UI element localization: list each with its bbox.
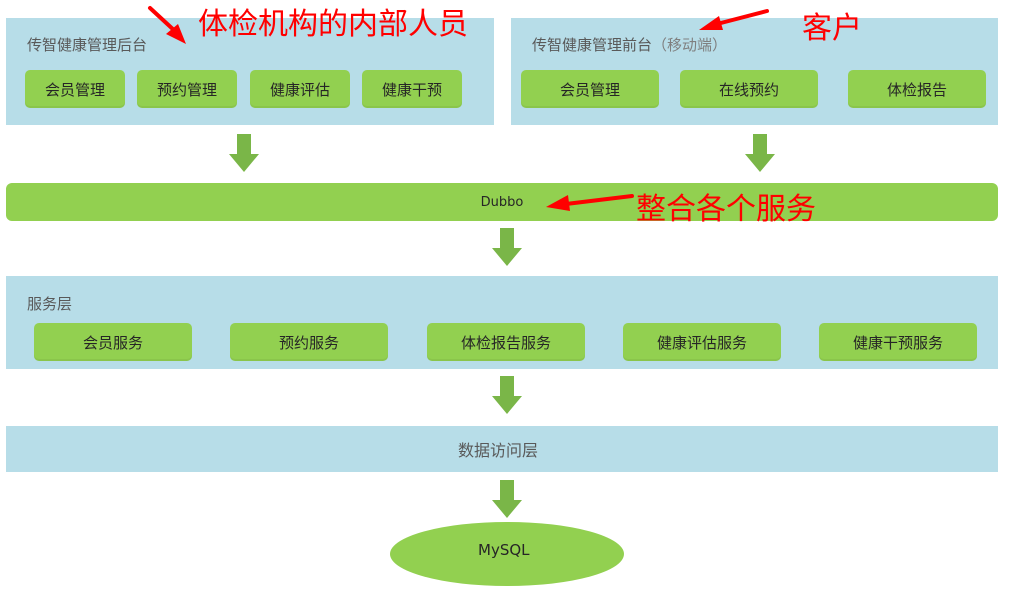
frontend-panel: 传智健康管理前台（移动端） 会员管理 在线预约 体检报告 — [511, 18, 998, 125]
backend-panel: 传智健康管理后台 会员管理 预约管理 健康评估 健康干预 — [6, 18, 494, 125]
data-access-layer: 数据访问层 — [6, 426, 998, 472]
backend-appointment-button[interactable]: 预约管理 — [137, 70, 237, 108]
down-arrow-icon — [229, 134, 259, 172]
frontend-title: 传智健康管理前台（移动端） — [532, 34, 727, 55]
integrate-annotation: 整合各个服务 — [636, 192, 816, 227]
backend-health-assessment-button[interactable]: 健康评估 — [250, 70, 350, 108]
database-ellipse — [390, 522, 624, 586]
frontend-title-text: 传智健康管理前台 — [532, 36, 653, 54]
internal-staff-annotation: 体检机构的内部人员 — [198, 7, 468, 42]
down-arrow-icon — [492, 228, 522, 266]
red-arrow-icon — [546, 194, 634, 211]
dubbo-bar[interactable]: Dubbo — [6, 183, 998, 221]
customer-annotation: 客户 — [802, 11, 862, 46]
down-arrow-icon — [492, 480, 522, 518]
red-arrow-icon — [699, 9, 769, 30]
red-arrow-icon — [148, 6, 186, 44]
database-label: MySQL — [478, 541, 530, 559]
service-layer-title: 服务层 — [27, 295, 73, 313]
intervention-service-button[interactable]: 健康干预服务 — [819, 323, 977, 361]
appointment-service-button[interactable]: 预约服务 — [230, 323, 388, 361]
frontend-member-button[interactable]: 会员管理 — [521, 70, 659, 108]
assessment-service-button[interactable]: 健康评估服务 — [623, 323, 781, 361]
frontend-online-booking-button[interactable]: 在线预约 — [680, 70, 818, 108]
service-layer-panel: 服务层 会员服务 预约服务 体检报告服务 健康评估服务 健康干预服务 — [6, 276, 998, 369]
backend-title: 传智健康管理后台 — [27, 36, 148, 54]
frontend-report-button[interactable]: 体检报告 — [848, 70, 986, 108]
member-service-button[interactable]: 会员服务 — [34, 323, 192, 361]
down-arrow-icon — [745, 134, 775, 172]
data-access-label: 数据访问层 — [458, 441, 539, 460]
down-arrow-icon — [492, 376, 522, 414]
backend-health-intervention-button[interactable]: 健康干预 — [362, 70, 462, 108]
frontend-subtitle: （移动端） — [652, 36, 728, 54]
backend-member-button[interactable]: 会员管理 — [25, 70, 125, 108]
report-service-button[interactable]: 体检报告服务 — [427, 323, 585, 361]
